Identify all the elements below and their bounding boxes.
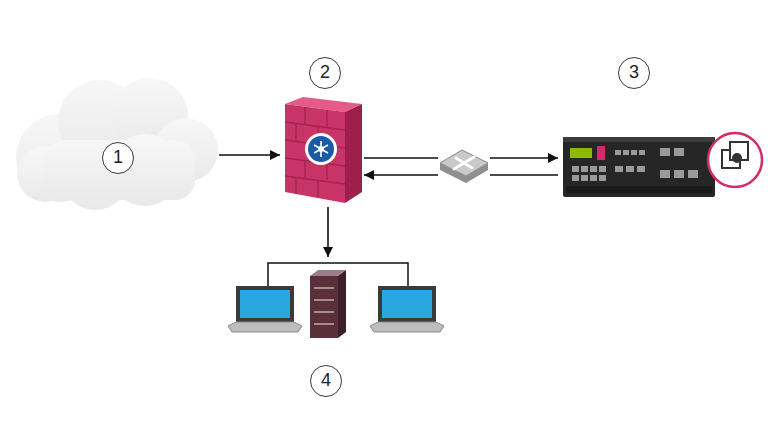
security-appliance bbox=[563, 133, 762, 197]
callout-number: 3 bbox=[618, 57, 650, 89]
device-node: 1 bbox=[14, 100, 219, 216]
cloud-shape bbox=[16, 78, 218, 210]
arrow-head bbox=[323, 247, 333, 257]
arrow-head bbox=[270, 150, 280, 160]
arrow-head bbox=[548, 153, 558, 163]
firewall-icon bbox=[285, 97, 362, 203]
arrow-head bbox=[364, 170, 374, 180]
device-node: 4 bbox=[224, 257, 434, 399]
callout-number: 1 bbox=[102, 142, 134, 174]
device-node: 3 bbox=[558, 55, 765, 203]
connector-arrow bbox=[364, 174, 558, 176]
connector-arrow bbox=[364, 157, 558, 159]
workstations-server bbox=[228, 263, 444, 338]
switch-icon bbox=[440, 150, 488, 183]
callout-number: 4 bbox=[310, 365, 342, 397]
callout-number: 2 bbox=[309, 57, 341, 89]
device-node: 2 bbox=[280, 55, 364, 207]
